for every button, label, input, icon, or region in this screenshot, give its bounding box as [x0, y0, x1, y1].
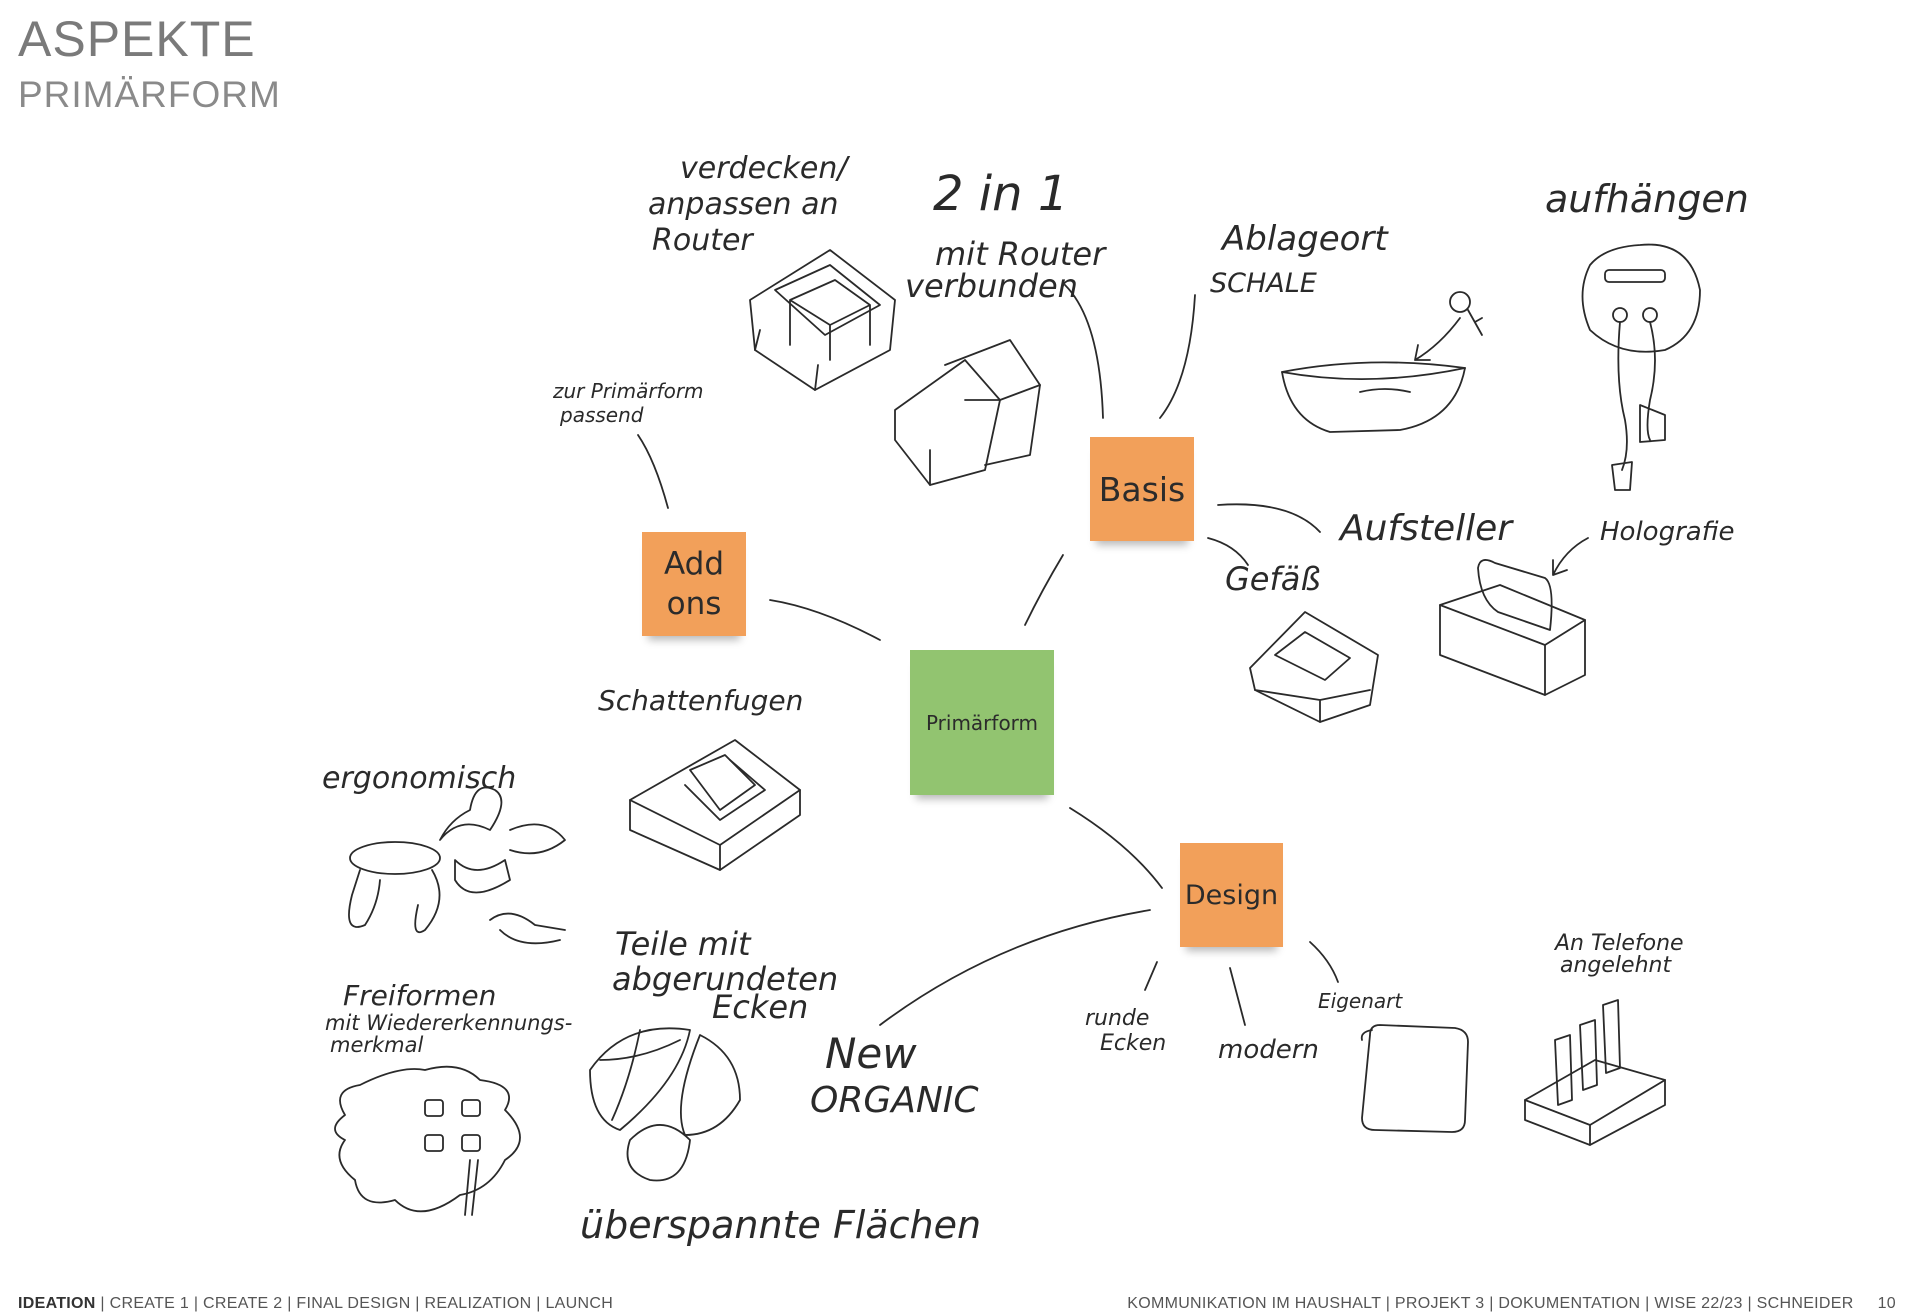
sketch-bowl	[1281, 291, 1483, 433]
label-gefaess: Gefäß	[1225, 560, 1321, 598]
label-organic: ORGANIC	[810, 1080, 979, 1121]
label-aufhaengen: aufhängen	[1545, 177, 1749, 221]
footer-nav: IDEATION | CREATE 1 | CREATE 2 | FINAL D…	[18, 1295, 613, 1313]
label-ablageort: Ablageort	[1220, 219, 1389, 259]
label-merkmal: merkmal	[330, 1033, 423, 1057]
footer-info: KOMMUNIKATION IM HAUSHALT | PROJEKT 3 | …	[1127, 1295, 1896, 1313]
label-teile-mit: Teile mit	[615, 925, 752, 963]
sketch-schattenfugen	[629, 739, 801, 871]
connector-basis-gefaess	[1207, 537, 1249, 566]
sticky-note-design[interactable]: Design	[1180, 843, 1283, 947]
sketch-telefon-stand	[1524, 999, 1666, 1146]
label-an-telefone: An Telefone	[1553, 931, 1684, 956]
label-2in1: 2 in 1	[933, 166, 1068, 222]
connector-center-basis	[1024, 554, 1064, 626]
label-runde-ecken: Ecken	[1100, 1031, 1166, 1056]
label-verbunden: verbunden	[905, 267, 1078, 305]
label-runde: runde	[1085, 1006, 1149, 1031]
connector-basis-aufsteller	[1217, 503, 1321, 533]
connector-basis-ablage	[1159, 294, 1196, 419]
sketch-rounded-segments	[589, 1027, 741, 1182]
sticky-note-primaerform[interactable]: Primärform	[910, 650, 1054, 795]
label-zur-primaerform: zur Primärform	[552, 379, 704, 403]
label-mit-router: mit Router	[935, 235, 1107, 273]
label-abgerundeten: abgerundeten	[612, 960, 838, 998]
connector-center-design	[1069, 807, 1163, 889]
connector-design-eigenart	[1309, 941, 1339, 983]
label-angelehnt: angelehnt	[1560, 953, 1672, 978]
footer-nav-rest[interactable]: | CREATE 1 | CREATE 2 | FINAL DESIGN | R…	[95, 1295, 614, 1312]
label-holografie: Holografie	[1600, 517, 1735, 547]
label-router: Router	[652, 223, 754, 258]
page-number: 10	[1877, 1295, 1896, 1312]
connector-basis-router	[1064, 284, 1104, 419]
sticky-note-design-label: Design	[1184, 879, 1279, 911]
sticky-note-addons[interactable]: Add ons	[642, 532, 746, 636]
label-anpassen: anpassen an	[648, 187, 839, 222]
sketch-modern-square	[1360, 1024, 1469, 1133]
arrow-holografie	[1552, 537, 1589, 576]
sticky-note-addons-line2: ons	[666, 586, 722, 622]
footer-info-text: KOMMUNIKATION IM HAUSHALT | PROJEKT 3 | …	[1127, 1295, 1854, 1312]
sketch-two-blocks	[894, 339, 1041, 486]
sketch-freiform-blob	[334, 1065, 521, 1216]
page-title: ASPEKTE	[18, 11, 256, 67]
sketch-gefaess	[1249, 611, 1379, 723]
sticky-note-addons-line1: Add	[663, 545, 725, 582]
sketch-router-box	[749, 249, 896, 391]
sketch-hanging-device	[1581, 243, 1701, 491]
label-aufsteller: Aufsteller	[1338, 508, 1514, 549]
label-schale: SCHALE	[1210, 268, 1317, 299]
sticky-note-primaerform-label: Primärform	[925, 710, 1039, 735]
connector-addons-passend	[637, 434, 669, 509]
label-schattenfugen: Schattenfugen	[598, 684, 803, 717]
sticky-note-basis-label: Basis	[1098, 469, 1186, 509]
label-passend: passend	[559, 403, 644, 427]
connector-design-runde	[1144, 961, 1158, 991]
arrow-schale	[1414, 317, 1461, 361]
connector-design-organic	[879, 909, 1151, 1026]
label-verdecken: verdecken/	[680, 151, 850, 186]
label-ueberspannte: überspannte Flächen	[580, 1203, 981, 1247]
page-subtitle: PRIMÄRFORM	[18, 74, 281, 115]
label-eigenart: Eigenart	[1318, 989, 1403, 1013]
label-new: New	[825, 1029, 917, 1078]
label-ecken: Ecken	[712, 988, 808, 1026]
label-wiedererkennung: mit Wiedererkennungs-	[325, 1011, 572, 1035]
label-freiformen: Freiformen	[343, 979, 496, 1012]
sticky-note-basis[interactable]: Basis	[1090, 437, 1194, 541]
sketch-ergonomisch	[348, 786, 566, 945]
footer-nav-active[interactable]: IDEATION	[18, 1295, 96, 1312]
connector-design-modern	[1229, 967, 1246, 1026]
connector-center-addons	[769, 599, 881, 641]
label-modern: modern	[1218, 1035, 1319, 1065]
label-ergonomisch: ergonomisch	[322, 761, 516, 796]
sketch-holografie-stand	[1439, 559, 1586, 696]
